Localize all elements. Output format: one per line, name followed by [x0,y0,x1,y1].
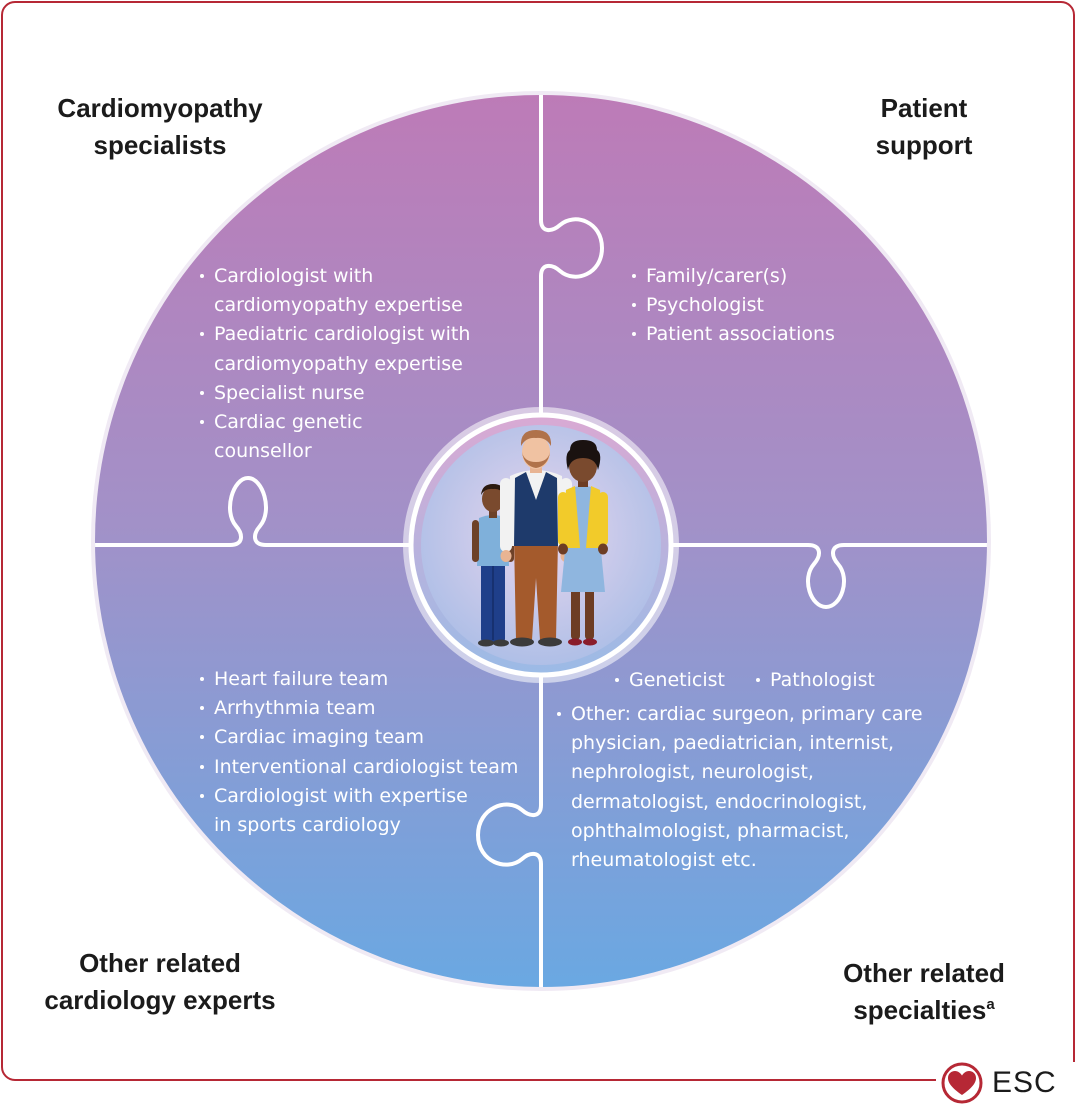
list-item: Other: cardiac surgeon, primary care phy… [554,700,923,875]
family-icon [472,430,608,647]
list-item: Cardiologist with cardiomyopathy experti… [197,262,470,320]
seam-top [539,95,604,547]
seam-right [539,543,987,609]
list-item: Cardiac imaging team [197,723,518,752]
heading-cardiomyopathy-specialists: Cardiomyopathy specialists [57,93,263,160]
list-item: Psychologist [629,291,835,320]
list-item: Patient associations [629,320,835,349]
list-item: Geneticist [612,666,725,695]
list-item: Specialist nurse [197,379,470,408]
esc-logo: ESC [936,1062,1076,1104]
list-specialties-inline: Geneticist Pathologist [612,666,897,695]
list-item: Cardiologist with expertise in sports ca… [197,782,518,840]
list-cardiomyopathy-specialists: Cardiologist with cardiomyopathy experti… [197,262,470,466]
seam-bottom [476,543,543,987]
list-item: Interventional cardiologist team [197,753,518,782]
heading-other-cardiology-experts: Other related cardiology experts [44,948,276,1015]
list-item: Paediatric cardiologist with cardiomyopa… [197,320,470,378]
esc-logo-text: ESC [992,1066,1057,1099]
esc-heart-icon [941,1062,983,1104]
list-item: Pathologist [753,666,875,695]
list-patient-support: Family/carer(s) Psychologist Patient ass… [629,262,835,350]
woman-figure [558,440,608,646]
heading-patient-support: Patient support [875,93,973,160]
list-other-specialties: Other: cardiac surgeon, primary care phy… [554,700,923,875]
list-item: Arrhythmia team [197,694,518,723]
list-other-cardiology-experts: Heart failure team Arrhythmia team Cardi… [197,665,518,840]
frame-border [1,1,1075,1081]
list-item: Family/carer(s) [629,262,835,291]
footnote-marker: a [986,996,995,1013]
heading-other-related-specialties: Other related specialtiesa [843,958,1005,1025]
list-item: Heart failure team [197,665,518,694]
puzzle-seams [95,95,987,987]
seam-left [95,476,543,547]
list-item: Cardiac genetic counsellor [197,408,470,466]
